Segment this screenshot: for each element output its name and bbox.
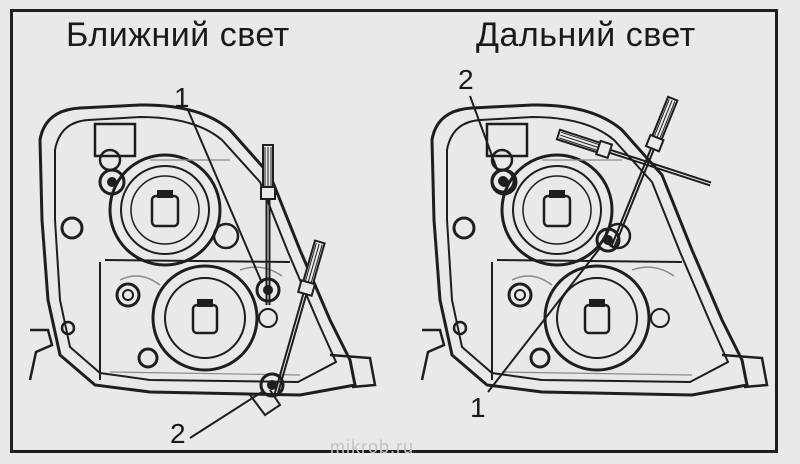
high-beam-callout-1: 1 (470, 392, 486, 423)
low-beam-adjuster-2 (259, 372, 285, 398)
watermark: mikrob.ru (330, 437, 415, 457)
high-beam-title: Дальний свет (476, 16, 696, 54)
low-beam-callout-2: 2 (170, 418, 186, 449)
high-beam-callout-2: 2 (458, 64, 474, 95)
diagram-frame (10, 9, 778, 453)
low-beam-adjuster-1 (255, 277, 281, 303)
low-beam-title: Ближний свет (66, 16, 290, 54)
high-beam-adjuster-2 (490, 168, 516, 194)
high-beam-adjuster-1 (595, 227, 621, 253)
low-beam-callout-1: 1 (174, 82, 190, 113)
